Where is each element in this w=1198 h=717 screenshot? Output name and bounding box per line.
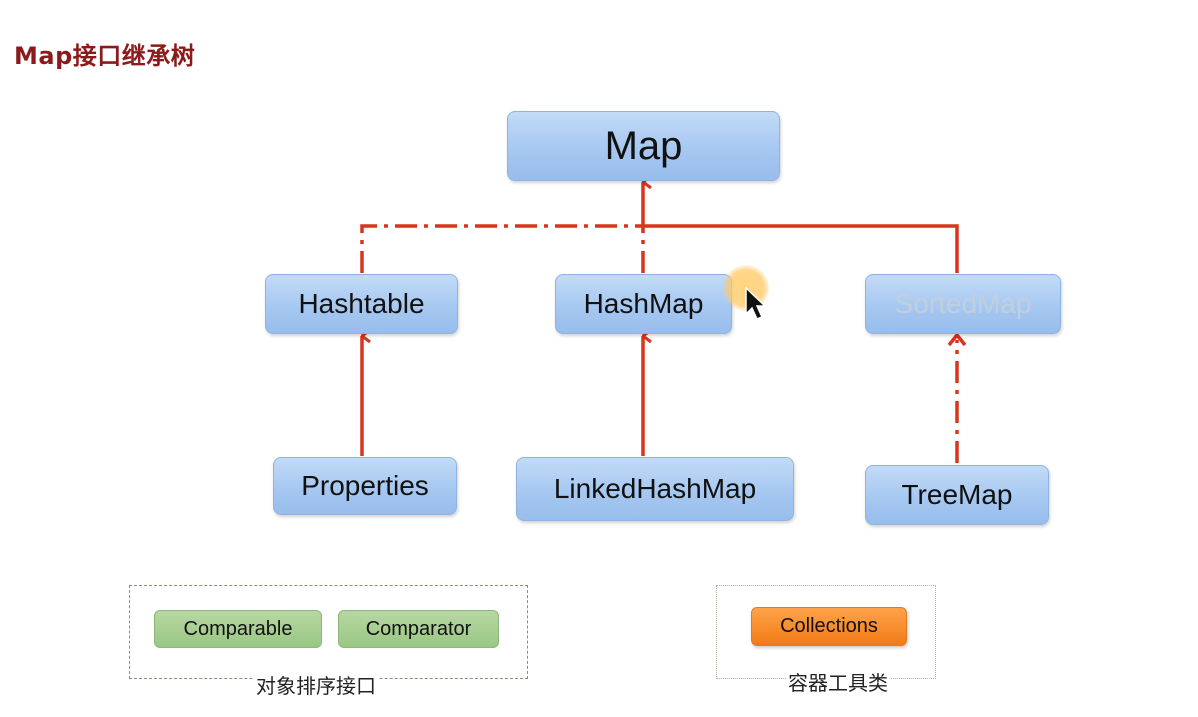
node-linkedhashmap: LinkedHashMap	[516, 457, 794, 521]
node-treemap: TreeMap	[865, 465, 1049, 525]
connector-hashtable-map	[360, 224, 643, 273]
node-map: Map	[507, 111, 780, 181]
arrowhead-sortedmap	[947, 332, 967, 347]
node-map-label: Map	[604, 123, 683, 168]
node-treemap-label: TreeMap	[901, 479, 1013, 510]
node-hashmap: HashMap	[555, 274, 732, 334]
slide-title: Map接口继承树	[14, 42, 196, 70]
connector-sortedmap-map	[641, 182, 959, 273]
sort-interfaces-caption: 对象排序接口	[254, 670, 378, 699]
node-linkedhashmap-label: LinkedHashMap	[553, 473, 757, 504]
node-sortedmap: SortedMap	[865, 274, 1061, 334]
node-sortedmap-label: SortedMap	[894, 288, 1032, 319]
node-hashtable: Hashtable	[265, 274, 458, 334]
collections-tag: Collections	[751, 607, 907, 646]
node-hashtable-label: Hashtable	[298, 288, 425, 319]
comparable-tag: Comparable	[154, 610, 322, 648]
node-properties-label: Properties	[301, 470, 429, 501]
mouse-pointer-icon	[745, 286, 767, 320]
comparator-tag: Comparator	[338, 610, 499, 648]
node-hashmap-label: HashMap	[583, 288, 704, 319]
container-tools-caption: 容器工具类	[786, 667, 890, 696]
node-properties: Properties	[273, 457, 457, 515]
